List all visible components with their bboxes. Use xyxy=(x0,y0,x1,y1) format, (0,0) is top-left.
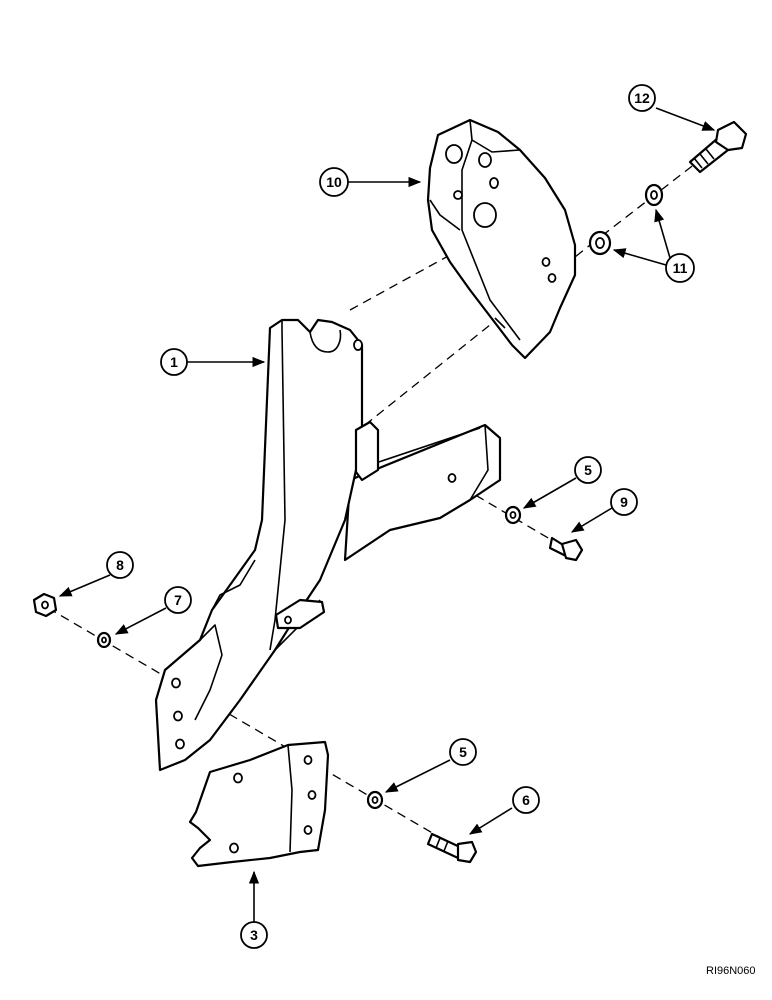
callout-3-label: 3 xyxy=(250,927,258,943)
nut-part-8 xyxy=(32,592,58,618)
callout-11-label: 11 xyxy=(673,260,688,276)
callout-12: 12 xyxy=(628,84,716,131)
plate-part-3 xyxy=(188,740,330,868)
callout-7: 7 xyxy=(114,586,192,635)
washer-part-5-lower xyxy=(366,790,384,810)
callout-5-lower: 5 xyxy=(384,738,477,793)
callout-7-label: 7 xyxy=(174,592,182,608)
callout-9-label: 9 xyxy=(620,494,628,510)
bolt-part-9 xyxy=(548,536,584,562)
callout-9: 9 xyxy=(570,488,638,533)
main-frame-part-1 xyxy=(154,318,502,772)
callout-11: 11 xyxy=(612,208,695,283)
bolt-part-12 xyxy=(688,120,748,174)
callout-1: 1 xyxy=(160,348,266,376)
washer-part-11a xyxy=(644,183,664,207)
bolt-part-6 xyxy=(426,832,478,864)
washer-part-7 xyxy=(96,631,112,649)
callout-6: 6 xyxy=(468,786,540,835)
figure-id: RI96N060 xyxy=(706,965,756,977)
callout-6-label: 6 xyxy=(522,792,530,808)
callout-12-label: 12 xyxy=(634,90,650,106)
callout-5-upper-label: 5 xyxy=(584,462,592,478)
callout-5-upper: 5 xyxy=(522,456,602,509)
callout-5-lower-label: 5 xyxy=(459,744,467,760)
callout-3: 3 xyxy=(240,870,268,949)
callout-8-label: 8 xyxy=(116,557,124,573)
bracket-plate-part-10 xyxy=(426,118,577,360)
washer-part-5-upper xyxy=(504,505,522,525)
callout-10: 10 xyxy=(319,167,422,197)
callout-8: 8 xyxy=(58,551,134,597)
washer-part-11b xyxy=(588,230,612,256)
callout-10-label: 10 xyxy=(326,174,342,190)
callout-1-label: 1 xyxy=(170,354,178,370)
